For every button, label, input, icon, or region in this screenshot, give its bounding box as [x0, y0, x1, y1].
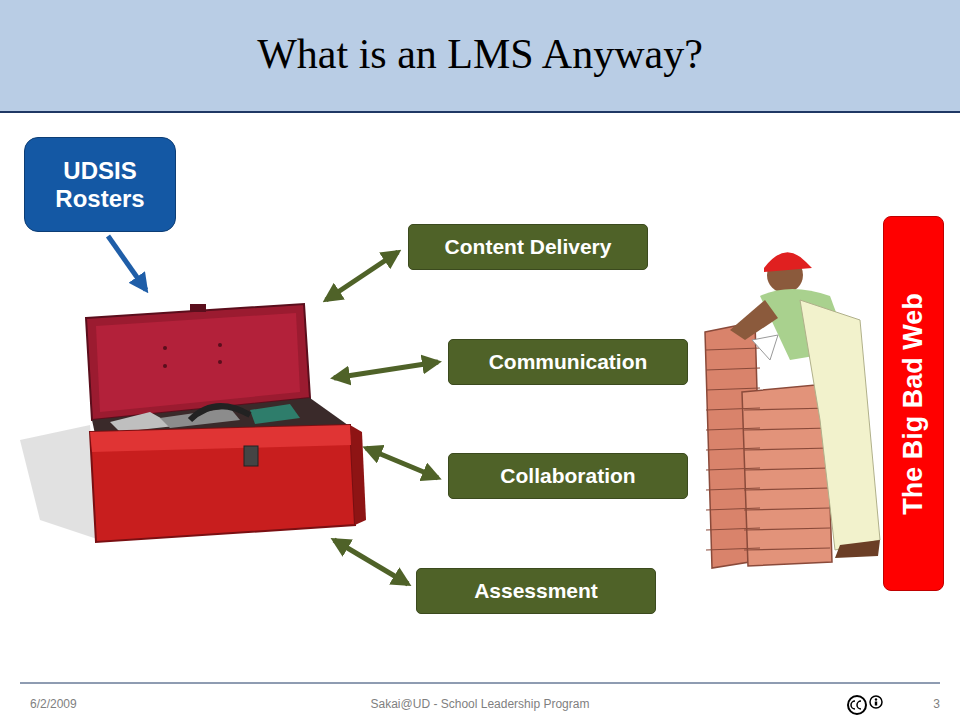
bricklayer-illustration [705, 252, 880, 568]
function-box: Collaboration [448, 453, 688, 499]
box-label: Content Delivery [445, 235, 612, 259]
box-label: UDSIS Rosters [35, 157, 165, 212]
function-box: Communication [448, 339, 688, 385]
footer-rule [20, 683, 940, 684]
box-label: Communication [489, 350, 648, 374]
web-band: The Big Bad Web [883, 216, 944, 591]
title-rule [0, 111, 960, 113]
source-box: UDSIS Rosters [24, 137, 176, 232]
function-box: Assessment [416, 568, 656, 614]
toolbox-illustration [20, 304, 366, 542]
footer-text: 3 [933, 697, 940, 711]
title-band [0, 0, 960, 112]
slide-title: What is an LMS Anyway? [0, 30, 960, 78]
box-label: Collaboration [500, 464, 635, 488]
function-box: Content Delivery [408, 224, 648, 270]
band-label: The Big Bad Web [898, 293, 929, 515]
function-arrows [326, 252, 438, 584]
footer-text: Sakai@UD - School Leadership Program [371, 697, 590, 711]
cc-icon [848, 696, 882, 714]
footer-text: 6/2/2009 [30, 697, 77, 711]
box-label: Assessment [474, 579, 598, 603]
leader-arrow [108, 236, 146, 290]
